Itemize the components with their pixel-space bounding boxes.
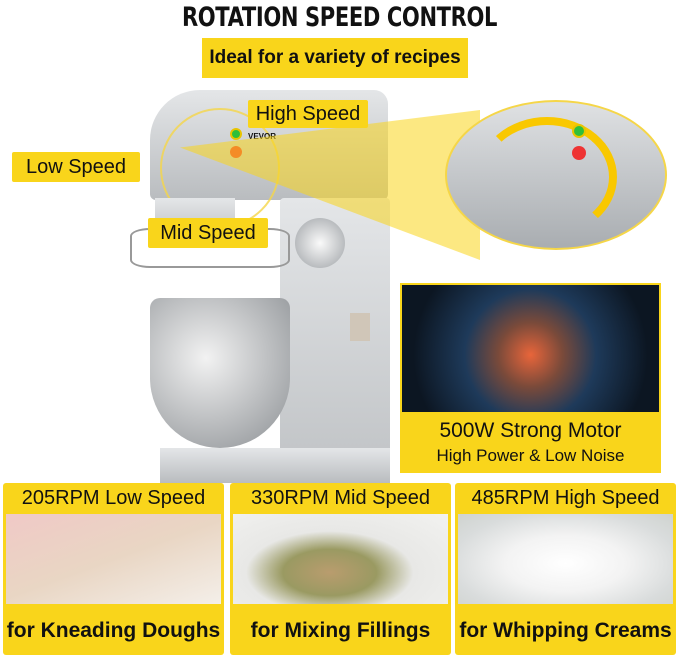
page-title: ROTATION SPEED CONTROL [181,2,498,33]
zoom-detail-circle [445,100,667,250]
stop-button-icon [572,146,586,160]
card-footer: for Kneading Doughs [6,618,221,642]
speed-card-low: 205RPM Low Speed for Kneading Doughs [3,483,224,655]
card-header: 205RPM Low Speed [21,487,206,509]
motor-panel: 500W Strong Motor High Power & Low Noise [400,283,661,473]
label-mid-speed: Mid Speed [148,218,268,248]
label-low-speed: Low Speed [12,152,140,182]
rotation-arrow-icon [477,117,617,237]
start-button-icon [230,128,242,140]
vevor-logo: VEVOR [248,132,277,141]
subtitle-banner: Ideal for a variety of recipes [202,38,468,78]
whipping-cream-photo [458,514,673,604]
card-footer: for Mixing Fillings [250,618,431,642]
label-high-speed: High Speed [248,100,368,128]
motor-image [402,285,659,412]
mixing-fillings-photo [233,514,448,604]
card-header: 485RPM High Speed [471,487,660,509]
card-header: 330RPM Mid Speed [251,487,430,509]
speed-card-mid: 330RPM Mid Speed for Mixing Fillings [230,483,451,655]
kneading-dough-photo [6,514,221,604]
speed-card-high: 485RPM High Speed for Whipping Creams [455,483,676,655]
start-button-icon [572,124,586,138]
motor-title: 500W Strong Motor [439,419,622,442]
motor-subtitle: High Power & Low Noise [436,446,625,465]
card-footer: for Whipping Creams [459,618,672,642]
